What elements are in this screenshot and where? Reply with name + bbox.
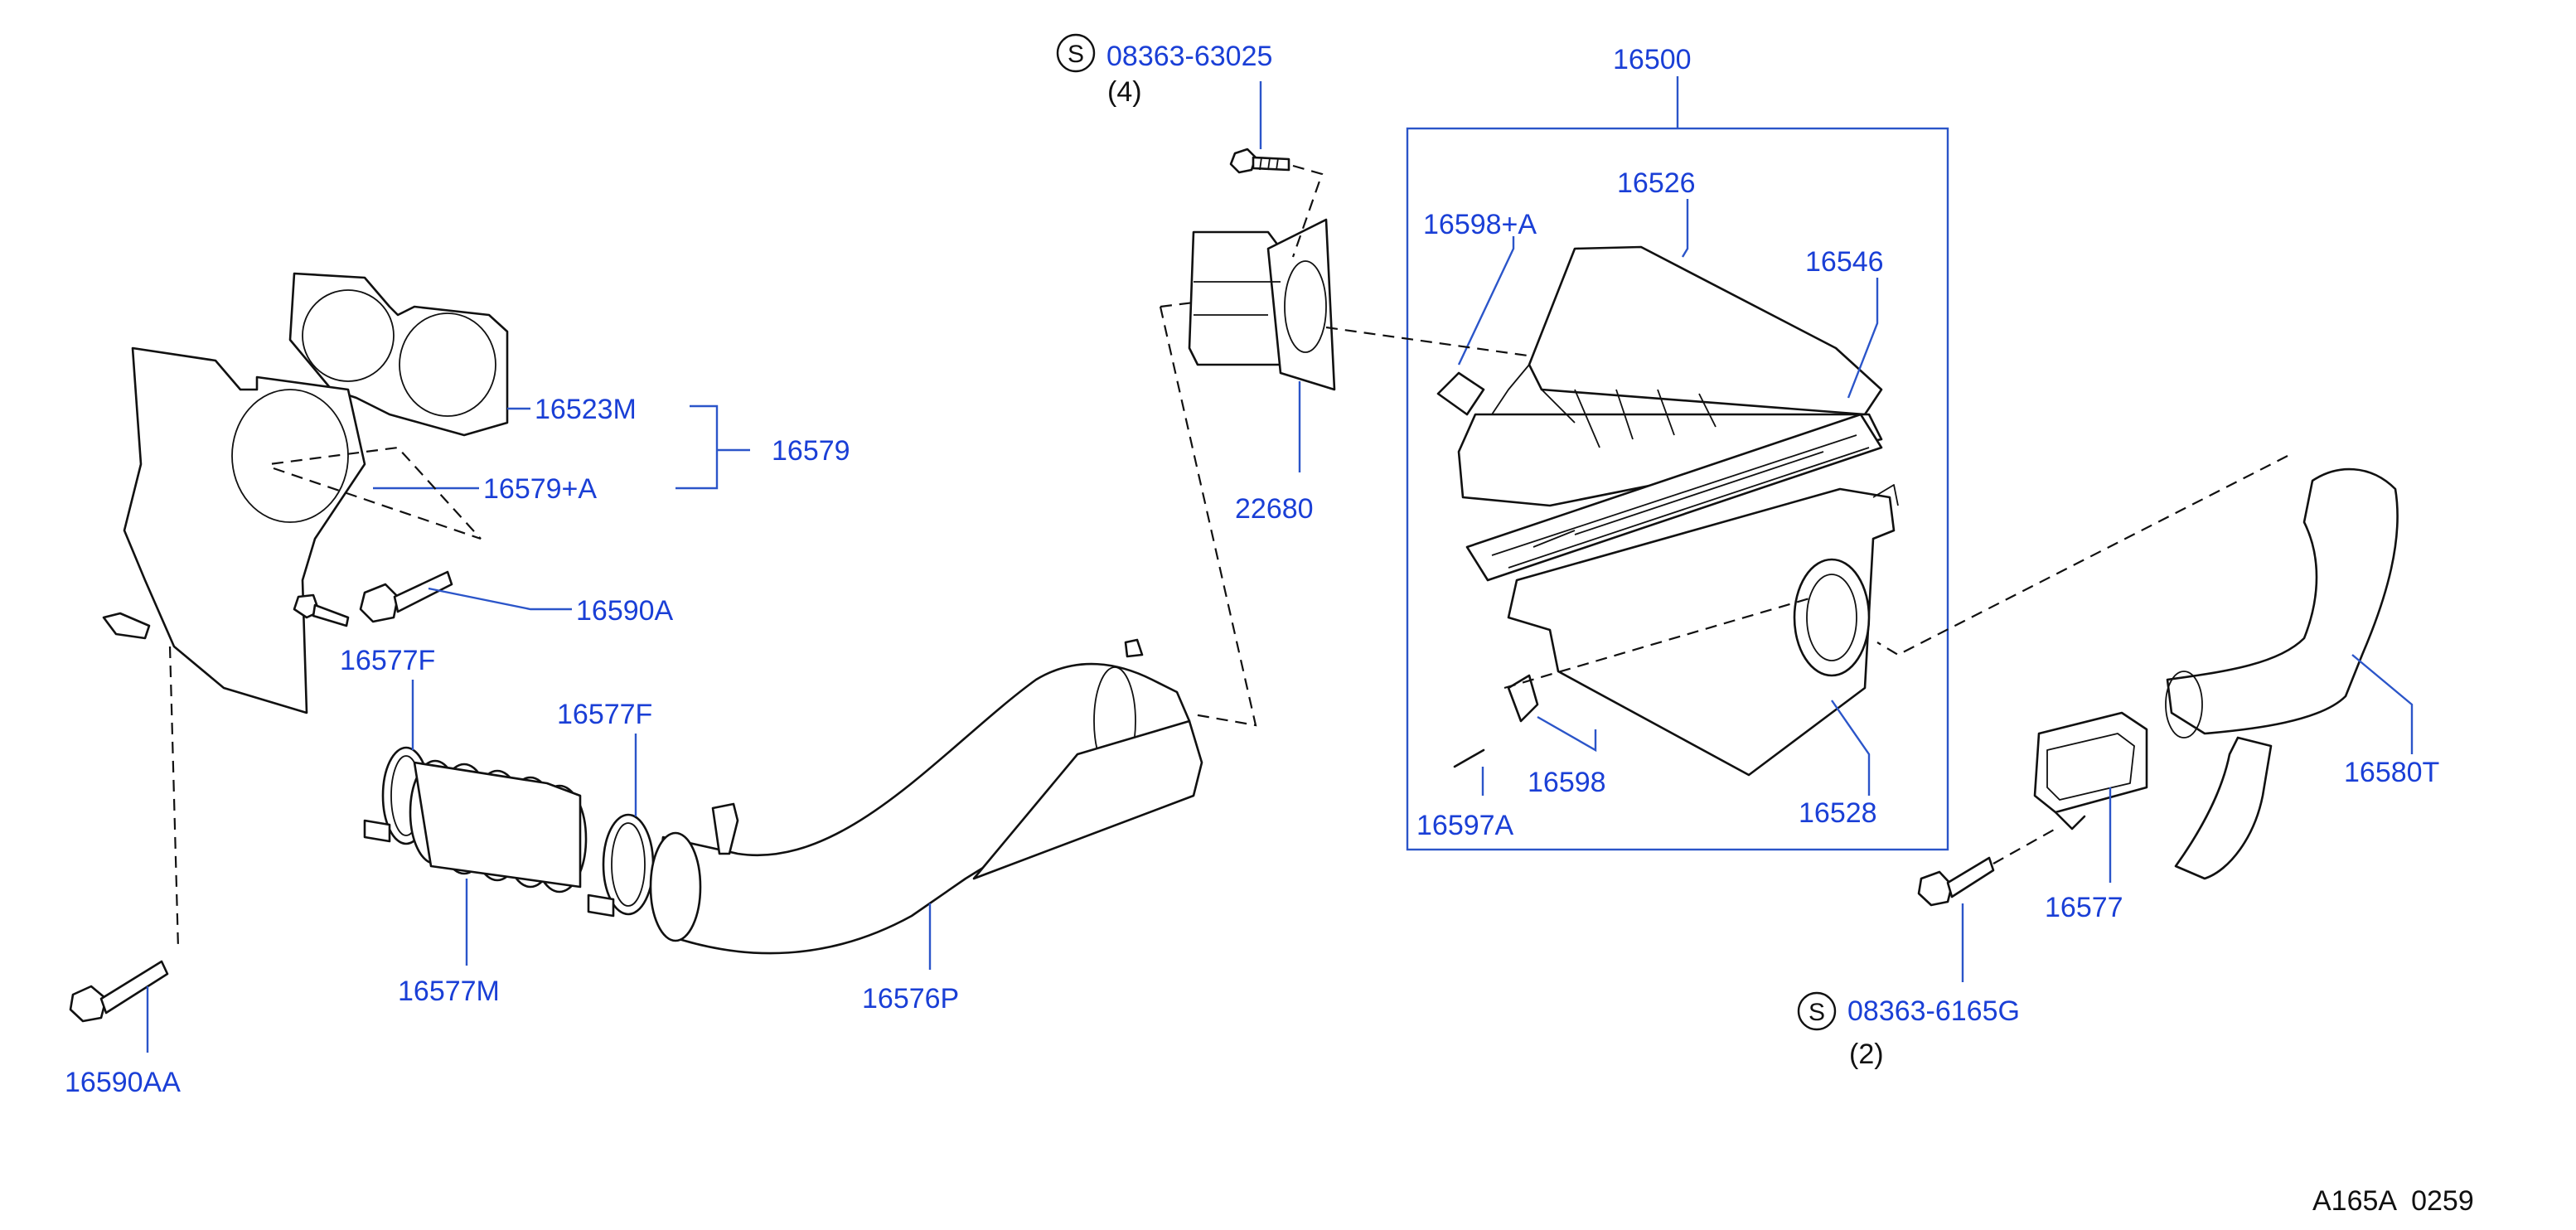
dash-bolt-resonator [1993, 828, 2056, 864]
standard-part-symbol-2: S [1797, 991, 1837, 1031]
symbol-s-1: S [1068, 41, 1084, 68]
air-flow-meter-22680 [1188, 218, 1336, 391]
part-number-16528[interactable]: 16528 [1799, 797, 1877, 829]
bracket-16579 [675, 404, 719, 490]
part-number-16577F-1[interactable]: 16577F [340, 645, 435, 676]
part-number-16526[interactable]: 16526 [1617, 167, 1696, 199]
part-number-16579[interactable]: 16579 [772, 435, 850, 467]
part-number-16577F-2[interactable]: 16577F [557, 699, 652, 730]
air-cleaner-lower-case [1507, 484, 1899, 777]
standard-part-number-08363-6165G[interactable]: 08363-6165G [1847, 995, 2020, 1027]
part-number-16579A[interactable]: 16579+A [483, 473, 597, 505]
duct-16580T [2165, 467, 2399, 880]
part-number-16590A[interactable]: 16590A [576, 595, 674, 627]
leader-16580T [2351, 654, 2414, 754]
part-number-16576P[interactable]: 16576P [862, 983, 959, 1015]
bellows-16577M [409, 759, 588, 893]
part-number-16598[interactable]: 16598 [1528, 767, 1606, 798]
standard-part-qty-1: (4) [1107, 76, 1142, 108]
bolt-08363-63025 [1229, 148, 1290, 174]
dash-afm-duct [1159, 306, 1257, 727]
dash-adapters [269, 446, 482, 540]
part-number-16523M[interactable]: 16523M [535, 394, 637, 425]
leader-16526 [1681, 199, 1689, 258]
adapter-16579A [123, 346, 366, 714]
air-cleaner-cover [1457, 245, 1883, 507]
leader-16598 [1537, 715, 1597, 753]
part-number-16546[interactable]: 16546 [1805, 246, 1884, 278]
bolt-16590AA [69, 960, 169, 1023]
leader-16546 [1847, 278, 1879, 399]
part-number-16597A[interactable]: 16597A [1416, 810, 1514, 841]
dash-bolt-afm [1291, 164, 1324, 258]
stud-left [102, 612, 151, 640]
bolt-16590A [293, 570, 453, 627]
dash-case-duct [1876, 455, 2288, 656]
resonator-16577 [2033, 711, 2148, 830]
standard-part-symbol-1: S [1056, 33, 1096, 73]
part-number-16500[interactable]: 16500 [1613, 44, 1692, 75]
leader-16590A [428, 587, 572, 611]
leader-16528 [1831, 700, 1871, 796]
part-number-16598A[interactable]: 16598+A [1423, 209, 1537, 240]
air-filter-element [1465, 413, 1883, 582]
dash-bolt-16590AA [168, 646, 180, 950]
part-number-16580T[interactable]: 16580T [2344, 757, 2439, 788]
dash-afm-case [1325, 326, 1534, 358]
bolt-08363-6165G [1917, 856, 1995, 907]
dash-afm-left [1160, 301, 1194, 308]
grommet-16598A [1436, 371, 1485, 416]
dash-clip-case [1503, 595, 1816, 690]
standard-part-qty-2: (2) [1849, 1039, 1884, 1070]
clamp-16577F-right [587, 813, 655, 918]
illustration-code: A165A 0259 [2312, 1185, 2474, 1217]
part-number-16590AA[interactable]: 16590AA [65, 1067, 181, 1098]
symbol-s-2: S [1809, 999, 1825, 1026]
standard-part-number-08363-63025[interactable]: 08363-63025 [1106, 41, 1272, 72]
pin-16597A [1453, 748, 1485, 768]
tube-16576P [649, 638, 1203, 955]
part-number-16577[interactable]: 16577 [2045, 892, 2123, 923]
part-number-16577M[interactable]: 16577M [398, 976, 500, 1007]
part-number-22680[interactable]: 22680 [1235, 493, 1314, 525]
clip-16598 [1507, 674, 1539, 723]
leader-16598A [1457, 236, 1515, 366]
